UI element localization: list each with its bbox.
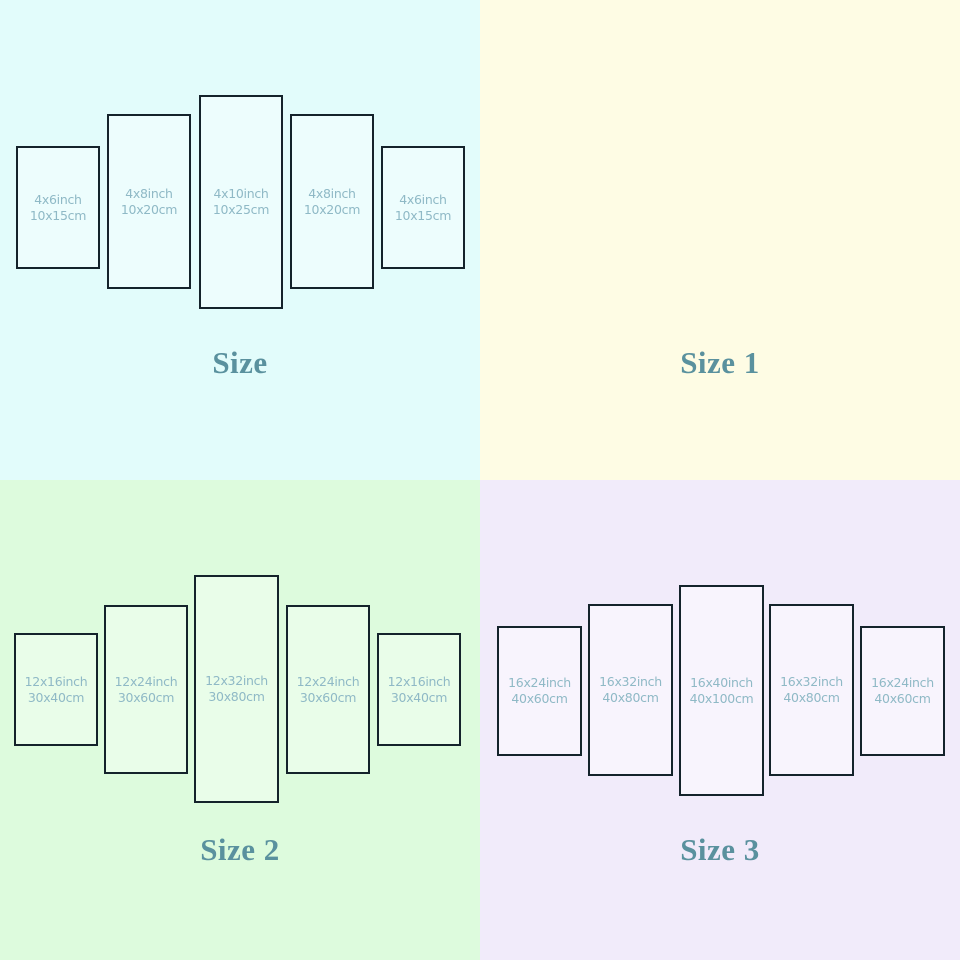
panel-size-inches: 16x32inch [780,674,843,689]
panel-size-centimeters: 10x25cm [212,202,270,217]
panel-size-centimeters: 30x40cm [390,689,448,705]
panel-size-centimeters: 10x15cm [394,207,452,223]
quadrant-title-size: Size [212,345,268,380]
panel-size-centimeters: 30x80cm [208,689,265,704]
panel-size-centimeters: 40x60cm [874,691,931,706]
panel-size-centimeters: 30x40cm [27,689,85,705]
panel-size-inches: 12x32inch [205,673,268,688]
panel-size-centimeters: 10x20cm [303,201,361,217]
quadrant-title-size-2: Size 2 [200,832,280,867]
panel-size-centimeters: 10x15cm [29,207,87,223]
panel-size-inches: 4x6inch [399,191,447,207]
quadrant-size-1: 8x14inch20x35cm8x18inch20x45cm8x22inch20… [480,0,960,480]
panel-size-inches: 12x24inch [296,673,360,689]
quadrant-title-size-3: Size 3 [680,832,760,867]
panel-size-centimeters: 30x60cm [117,689,175,705]
panel-size-inches: 12x16inch [24,673,88,689]
panel-size-centimeters: 40x100cm [689,690,754,706]
panel-group-size-1: 8x14inch20x35cm8x18inch20x45cm8x22inch20… [480,0,960,480]
panel-size-inches: 12x24inch [114,673,178,689]
panel-size-inches: 16x24inch [508,675,571,690]
panel-size-inches: 4x8inch [308,185,356,201]
panel-size-centimeters: 40x80cm [783,690,840,705]
panel-size-inches: 16x40inch [690,674,753,690]
panel-size-centimeters: 40x80cm [602,690,659,705]
panel-size-inches: 16x24inch [871,675,934,690]
panel-size-inches: 16x32inch [599,674,662,689]
quadrant-title-size-1: Size 1 [680,345,760,380]
panel-size-centimeters: 40x60cm [511,691,568,706]
panel-size-inches: 4x10inch [213,186,269,201]
panel-size-inches: 4x6inch [34,191,82,207]
panel-size-inches: 12x16inch [387,673,451,689]
panel-size-inches: 4x8inch [125,185,173,201]
panel-size-centimeters: 10x20cm [120,201,178,217]
panel-size-centimeters: 30x60cm [299,689,357,705]
